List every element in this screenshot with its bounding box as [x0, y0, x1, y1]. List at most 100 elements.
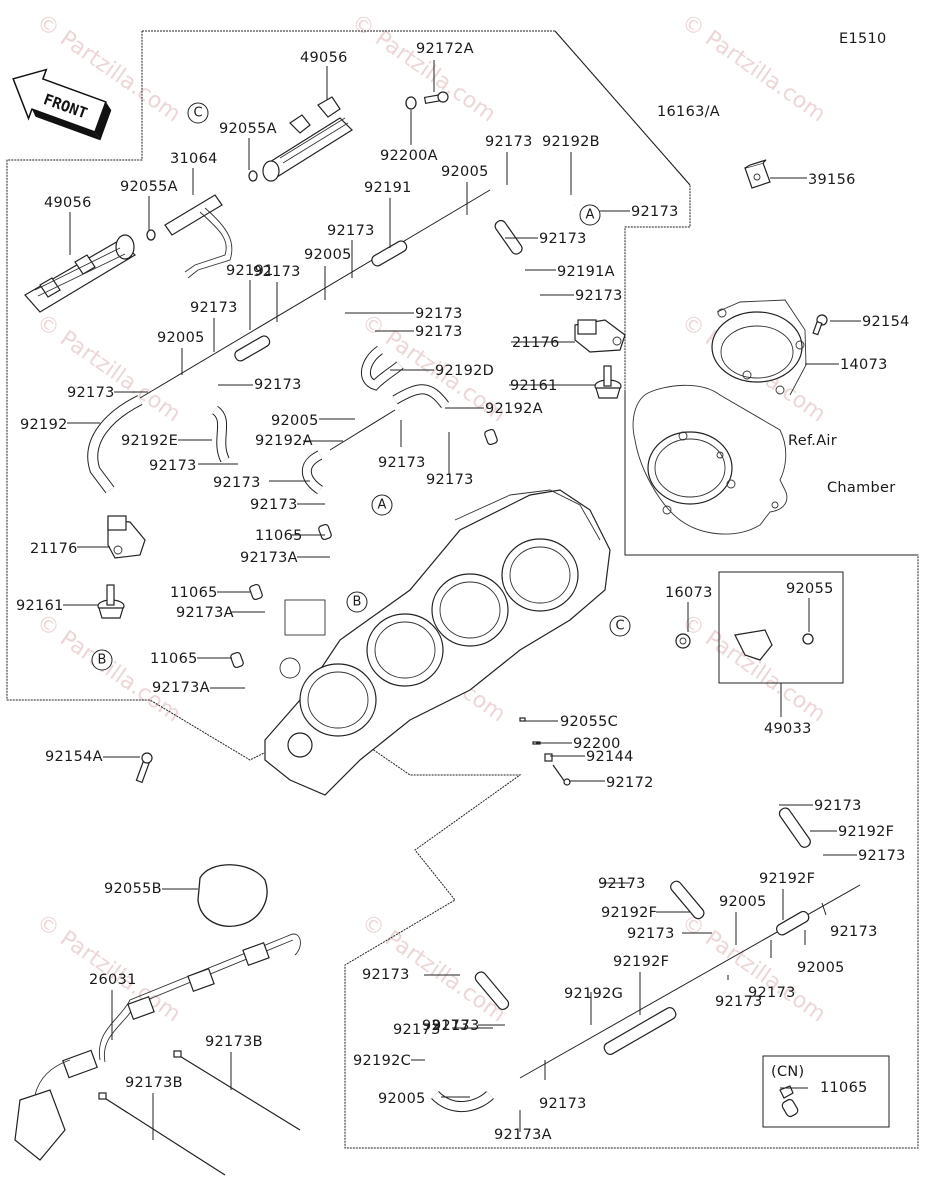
part-number-label[interactable]: 92055B [104, 881, 162, 897]
part-number-label[interactable]: 92192F [613, 954, 669, 970]
part-number-label[interactable]: 92144 [586, 749, 634, 765]
part-number-label[interactable]: 92192A [485, 401, 543, 417]
part-number-label[interactable]: 92161 [16, 598, 64, 614]
part-number-label[interactable]: 11065 [820, 1080, 868, 1096]
part-number-label[interactable]: 21176 [512, 335, 560, 351]
part-number-label[interactable]: 92005 [157, 330, 205, 346]
part-number-label[interactable]: 92005 [271, 413, 319, 429]
part-number-label[interactable]: 92192G [564, 986, 623, 1002]
small-fittings [135, 428, 814, 786]
part-number-label[interactable]: 92055 [786, 581, 834, 597]
part-number-label[interactable]: 16163/A [657, 104, 720, 120]
part-number-label[interactable]: 92192F [838, 824, 894, 840]
part-number-label[interactable]: 92173B [205, 1034, 263, 1050]
part-number-label[interactable]: 92173 [539, 1096, 587, 1112]
part-number-label[interactable]: 92173 [631, 204, 679, 220]
part-number-label[interactable]: 92055A [219, 121, 277, 137]
part-number-label[interactable]: 92173A [240, 550, 298, 566]
part-number-label[interactable]: 92005 [378, 1091, 426, 1107]
part-number-label[interactable]: 92173 [748, 985, 796, 1001]
part-number-label[interactable]: 92173 [362, 967, 410, 983]
svg-text:A: A [378, 498, 387, 513]
leader-lines [63, 60, 861, 1140]
part-number-label[interactable]: 92173 [858, 848, 906, 864]
callout-a: A [371, 494, 393, 516]
part-number-label[interactable]: 92173 [415, 306, 463, 322]
part-number-label[interactable]: 92173 [378, 455, 426, 471]
fuel-rail-upper [262, 96, 353, 182]
part-number-label[interactable]: 92192D [435, 363, 494, 379]
part-number-label[interactable]: 92191 [226, 263, 274, 279]
part-number-label[interactable]: 92200 [573, 736, 621, 752]
wiring-harness [14, 933, 301, 1161]
o-ring-icon [248, 170, 258, 182]
part-number-label[interactable]: 92173 [426, 472, 474, 488]
part-number-label[interactable]: 92173A [152, 680, 210, 696]
part-number-label[interactable]: 92192F [601, 905, 657, 921]
rubber-block [744, 159, 771, 189]
part-number-label[interactable]: 11065 [255, 528, 303, 544]
part-number-label[interactable]: 92173 [254, 377, 302, 393]
part-number-label[interactable]: 92173 [539, 231, 587, 247]
part-number-label[interactable]: 92173B [125, 1075, 183, 1091]
part-number-label[interactable]: 92192A [255, 433, 313, 449]
watermark: © Partzilla.com [677, 609, 830, 727]
part-number-label[interactable]: 92173 [830, 924, 878, 940]
part-number-label[interactable]: 92173 [422, 1018, 470, 1034]
part-number-label[interactable]: 31064 [170, 151, 218, 167]
part-number-label[interactable]: 92173 [327, 223, 375, 239]
part-number-label[interactable]: 92173 [393, 1022, 441, 1038]
part-number-label[interactable]: 92161 [510, 378, 558, 394]
part-number-label[interactable]: 92173 [575, 288, 623, 304]
part-number-label[interactable]: 92192B [542, 134, 600, 150]
part-number-label[interactable]: 92173 [149, 458, 197, 474]
part-number-label[interactable]: 92173 [598, 876, 646, 892]
part-number-label[interactable]: 92005 [719, 894, 767, 910]
part-number-label[interactable]: 92055C [560, 714, 618, 730]
assembly-outline [6, 30, 919, 1149]
callout-c: C [187, 102, 209, 124]
part-number-label[interactable]: 92005 [304, 247, 352, 263]
part-number-label[interactable]: 92173 [253, 264, 301, 280]
part-number-label[interactable]: 92005 [797, 960, 845, 976]
part-number-label[interactable]: 92173 [250, 497, 298, 513]
part-number-label[interactable]: 92173A [176, 605, 234, 621]
part-number-label[interactable]: 92154A [45, 749, 103, 765]
part-number-label[interactable]: 92173A [494, 1127, 552, 1143]
part-number-label[interactable]: 92173 [213, 475, 261, 491]
part-number-label[interactable]: 49056 [300, 50, 348, 66]
part-number-label[interactable]: 21176 [30, 541, 78, 557]
part-number-label[interactable]: 92192C [353, 1053, 411, 1069]
part-number-label[interactable]: 92173 [814, 798, 862, 814]
part-number-label[interactable]: 92191A [557, 264, 615, 280]
part-number-label[interactable]: 92192 [20, 417, 68, 433]
part-number-label[interactable]: 39156 [808, 172, 856, 188]
part-number-label[interactable]: 92173 [415, 324, 463, 340]
part-number-label[interactable]: 92055A [120, 179, 178, 195]
part-number-label[interactable]: 49056 [44, 195, 92, 211]
part-number-label[interactable]: 26031 [89, 972, 137, 988]
part-number-label[interactable]: 92172A [416, 41, 474, 57]
part-number-label[interactable]: 92173 [190, 300, 238, 316]
part-number-label[interactable]: 92173 [485, 134, 533, 150]
part-number-label[interactable]: 14073 [840, 357, 888, 373]
part-number-label[interactable]: 92005 [441, 164, 489, 180]
part-number-label[interactable]: 92173 [715, 994, 763, 1010]
part-number-label[interactable]: 92172 [606, 775, 654, 791]
part-number-label[interactable]: 92192E [121, 433, 178, 449]
air-duct [711, 299, 807, 396]
part-number-label[interactable]: 92173 [432, 1018, 480, 1034]
part-number-label[interactable]: 16073 [665, 585, 713, 601]
part-number-label[interactable]: 11065 [170, 585, 218, 601]
gasket-icon [197, 864, 268, 927]
bolt-icon [423, 91, 449, 105]
part-number-label[interactable]: 92173 [67, 385, 115, 401]
part-number-label[interactable]: 49033 [764, 721, 812, 737]
part-number-label[interactable]: 92200A [380, 148, 438, 164]
part-number-label[interactable]: 92191 [364, 180, 412, 196]
part-number-label[interactable]: 92173 [627, 926, 675, 942]
part-number-label[interactable]: 11065 [150, 651, 198, 667]
part-number-label[interactable]: 92192F [759, 871, 815, 887]
part-number-label[interactable]: 92154 [862, 314, 910, 330]
